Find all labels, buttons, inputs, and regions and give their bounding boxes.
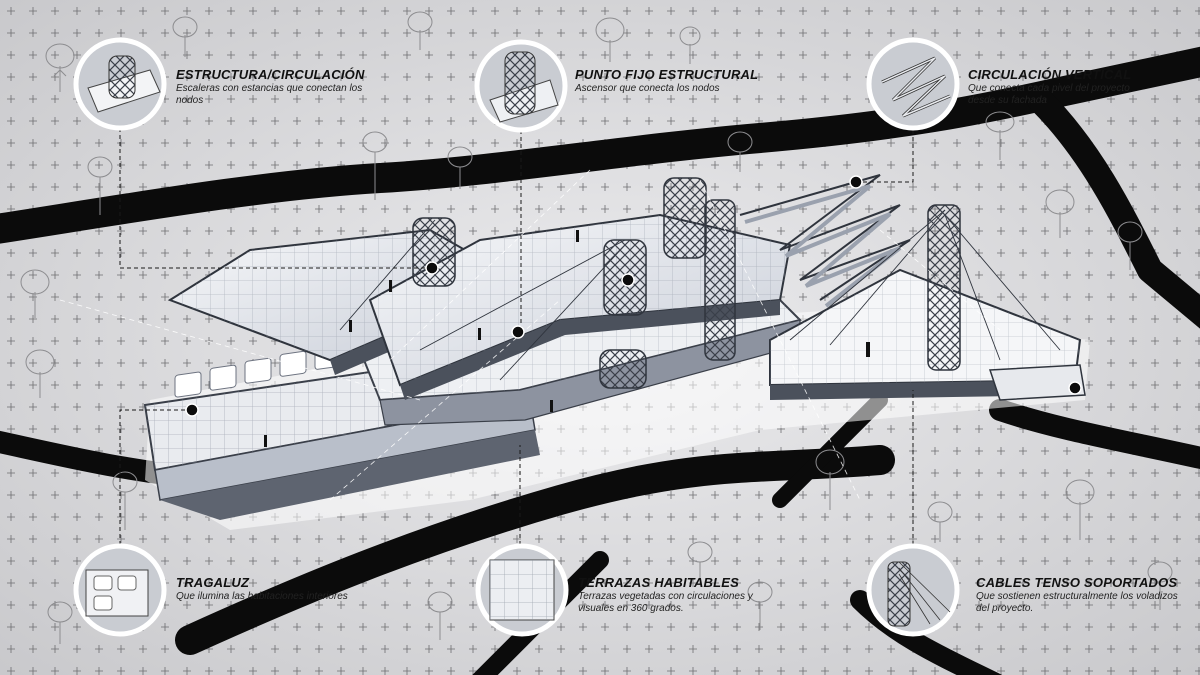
- human-figures: [264, 230, 870, 447]
- callout-terrazas-habitables: TERRAZAS HABITABLES Terrazas vegetadas c…: [578, 575, 778, 615]
- leader-dots: [185, 175, 1082, 417]
- callout-desc: Terrazas vegetadas con circulaciones y v…: [578, 591, 753, 614]
- callout-desc: Que ilumina las habitaciones interiores: [176, 591, 348, 602]
- callout-tragaluz: TRAGALUZ Que ilumina las habitaciones in…: [176, 575, 376, 603]
- lattice-cylinder-thumbnail-icon: [474, 39, 568, 133]
- callout-title: TRAGALUZ: [176, 575, 250, 590]
- callout-circulacion-vertical: CIRCULACIÓN VERTICAL Que conecta cada pi…: [968, 67, 1138, 107]
- leader-lines: [119, 128, 914, 580]
- callout-estructura-circulacion: ESTRUCTURA/CIRCULACIÓN Escaleras con est…: [176, 67, 376, 107]
- callout-title: ESTRUCTURA/CIRCULACIÓN: [176, 67, 365, 82]
- callout-title: PUNTO FIJO ESTRUCTURAL: [575, 67, 759, 82]
- callout-cables-tenso-soportados: CABLES TENSO SOPORTADOS Que sostienen es…: [976, 575, 1186, 615]
- lattice-towers: [412, 177, 961, 389]
- building-axonometric: [143, 174, 1090, 530]
- right-pavilion: [769, 268, 1086, 401]
- callout-desc: Que sostienen estructuralmente los volad…: [976, 591, 1178, 614]
- skylight-rooms-thumbnail-icon: [73, 543, 167, 637]
- callout-title: CIRCULACIÓN VERTICAL: [968, 67, 1132, 82]
- stair-tower-thumbnail-icon: [73, 37, 167, 131]
- zigzag-ramp-thumbnail-icon: [866, 37, 960, 131]
- callout-desc: Ascensor que conecta los nodos: [575, 83, 720, 94]
- central-platform: [358, 299, 802, 426]
- sketch-trees: [20, 11, 1173, 644]
- callout-title: CABLES TENSO SOPORTADOS: [976, 575, 1178, 590]
- callout-punto-fijo-estructural: PUNTO FIJO ESTRUCTURAL Ascensor que cone…: [575, 67, 775, 95]
- cable-tower-thumbnail-icon: [866, 543, 960, 637]
- callout-desc: Que conecta cada pivel del proyecto desd…: [968, 83, 1130, 106]
- callout-title: TERRAZAS HABITABLES: [578, 575, 739, 590]
- terrace-thumbnail-icon: [475, 543, 569, 637]
- callout-desc: Escaleras con estancias que conectan los…: [176, 83, 363, 106]
